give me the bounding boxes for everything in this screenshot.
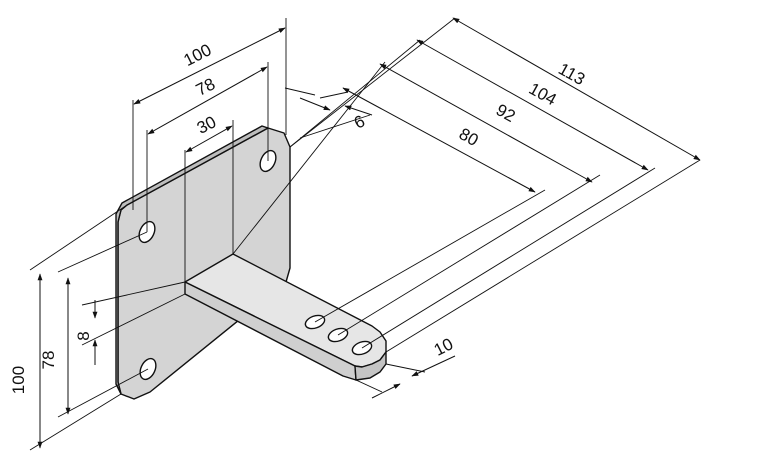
label-arm-end-hole-offset: 10: [431, 334, 456, 360]
label-arm-length: 113: [555, 59, 588, 89]
label-arm-width: 30: [194, 112, 219, 138]
label-plate-thickness: 6: [351, 111, 368, 132]
label-plate-height: 100: [9, 366, 28, 394]
dim-line-92: [379, 63, 593, 183]
label-arm-to-hole-3: 104: [526, 79, 560, 109]
dim-line-78-top: [147, 66, 268, 135]
bracket-part: [115, 125, 387, 400]
arm-end-face: [354, 351, 387, 381]
dim-line-6: [299, 97, 331, 111]
dim-line-10b: [411, 355, 456, 377]
dim-line-10: [371, 383, 401, 399]
dimension-lines: [37, 17, 701, 449]
label-arm-thickness: 8: [74, 331, 93, 340]
label-hole-spacing-vertical: 78: [39, 351, 58, 370]
dim-line-113: [452, 17, 701, 161]
label-arm-to-hole-2: 92: [493, 100, 519, 126]
arm-side-face: [184, 281, 357, 381]
dim-line-104: [416, 39, 649, 171]
dim-line-30-top: [185, 125, 233, 153]
label-arm-to-hole-1: 80: [456, 124, 482, 150]
